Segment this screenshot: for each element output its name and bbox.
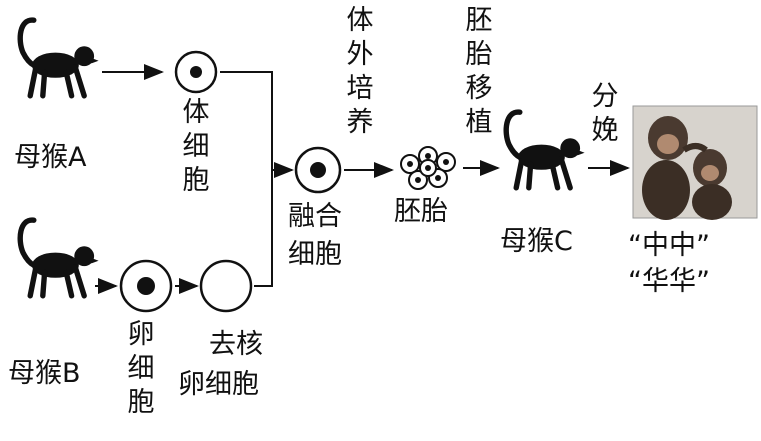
- somatic-cell-icon: [176, 52, 216, 92]
- monkey-b-label: 母猴B: [8, 360, 81, 387]
- embryo-label: 胚胎: [394, 198, 448, 225]
- monkey-c-icon: [506, 112, 584, 188]
- monkey-c-label: 母猴C: [500, 228, 573, 255]
- monkey-b-icon: [20, 220, 98, 296]
- monkey-a-icon: [20, 20, 98, 96]
- monkey-a-label: 母猴A: [14, 144, 86, 171]
- enucleated-egg-label: 去核: [206, 326, 266, 364]
- in-vitro-culture-label: 体外培养: [345, 4, 375, 140]
- fused-cell-icon: [296, 148, 340, 192]
- enucleated-egg-icon: [201, 261, 251, 311]
- somatic-cell-label: 体细胞: [181, 96, 211, 198]
- offspring-label: “中中” “华华”: [628, 228, 710, 300]
- embryo-transfer-label: 胚胎移植: [464, 4, 494, 140]
- birth-label: 分娩: [590, 80, 620, 148]
- egg-cell-label: 卵细胞: [126, 318, 156, 420]
- enucleated-egg-label-line2: 卵细胞: [178, 366, 259, 404]
- fused-cell-label: 融合 细胞: [288, 198, 342, 274]
- egg-cell-icon: [121, 261, 171, 311]
- offspring-photo: [633, 106, 757, 220]
- embryo-icon: [401, 147, 455, 189]
